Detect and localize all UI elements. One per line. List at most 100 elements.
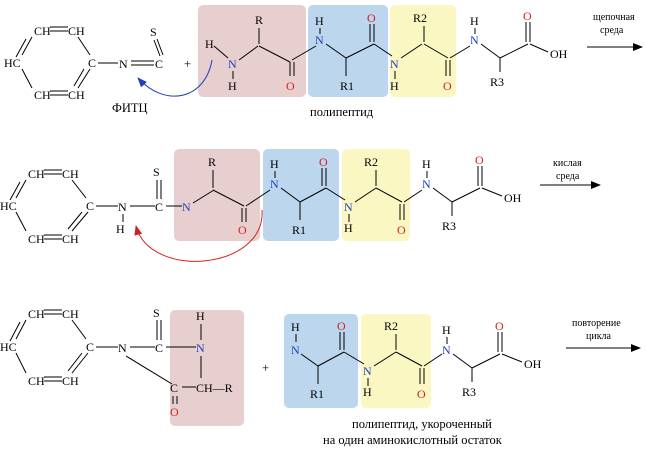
label-o: O xyxy=(367,11,376,25)
label-h: H xyxy=(470,14,479,28)
residue-box-3-row3 xyxy=(361,314,431,408)
label-o: O xyxy=(238,223,247,237)
label-ch: CH xyxy=(68,24,85,38)
label-n: N xyxy=(119,57,128,71)
label-repeat-line2: цикла xyxy=(586,331,612,342)
label-h: H xyxy=(315,14,324,28)
residue-box-2-row2 xyxy=(263,149,339,241)
label-h: H xyxy=(196,309,205,323)
label-acidic-line2: среда xyxy=(556,171,580,182)
label-h: H xyxy=(344,221,353,235)
label-n: N xyxy=(344,200,353,214)
label-n: N xyxy=(390,57,399,71)
label-ch: CH xyxy=(28,232,45,246)
residue-box-3-row2 xyxy=(342,149,410,241)
label-s: S xyxy=(153,306,160,320)
label-h: H xyxy=(205,37,214,51)
residue-box-3 xyxy=(390,5,456,97)
label-o: O xyxy=(170,405,179,419)
label-s: S xyxy=(153,165,160,179)
label-n: N xyxy=(118,341,127,355)
label-h: H xyxy=(116,222,125,236)
label-n: N xyxy=(442,343,451,357)
label-o: O xyxy=(417,387,426,401)
attack-arrow-blue xyxy=(137,59,213,97)
fitc-label: ФИТЦ xyxy=(112,101,148,115)
label-n: N xyxy=(363,364,372,378)
label-h: H xyxy=(291,320,300,334)
label-s: S xyxy=(150,25,157,39)
shortened-peptide-label-1: полипептид, укороченный xyxy=(352,417,492,431)
label-hc: HC xyxy=(4,56,21,70)
label-o: O xyxy=(443,79,452,93)
label-c: C xyxy=(170,381,178,395)
label-o: O xyxy=(475,153,484,167)
cyclization-arrow-red xyxy=(134,209,263,262)
label-h: H xyxy=(363,385,372,399)
label-n: N xyxy=(228,57,237,71)
label-acidic-line1: кислая xyxy=(553,158,582,169)
label-n: N xyxy=(470,33,479,47)
row3-products: CH CH HC CH CH C N C S N H C xyxy=(0,306,641,447)
label-n: N xyxy=(196,341,205,355)
label-oh: OH xyxy=(504,191,522,205)
label-ch-r: CH—R xyxy=(196,381,233,395)
label-o: O xyxy=(286,79,295,93)
label-n: N xyxy=(291,343,300,357)
shortened-peptide-label-2: на один аминокислотный остаток xyxy=(323,433,503,447)
label-c: C xyxy=(88,56,96,70)
label-c: C xyxy=(86,340,94,354)
label-ch: CH xyxy=(28,307,45,321)
label-r1: R1 xyxy=(310,387,324,401)
label-n: N xyxy=(118,200,127,214)
label-ch: CH xyxy=(34,88,51,102)
polypeptide-label: полипептид xyxy=(310,105,374,119)
label-r2: R2 xyxy=(413,11,427,25)
plus-sign-row3: + xyxy=(262,361,269,375)
label-r3: R3 xyxy=(442,219,456,233)
label-n: N xyxy=(270,177,279,191)
benzene-ring-row2: CH CH HC CH CH C xyxy=(0,167,94,246)
label-r3: R3 xyxy=(490,75,504,89)
residue-box-1-row2 xyxy=(174,149,260,241)
label-c: C xyxy=(155,341,163,355)
label-n: N xyxy=(182,200,191,214)
label-oh: OH xyxy=(524,357,542,371)
label-h: H xyxy=(442,323,451,337)
label-repeat-line1: повторение xyxy=(572,318,621,329)
label-hc: HC xyxy=(0,340,17,354)
residue-box-2 xyxy=(308,5,388,97)
label-r2: R2 xyxy=(384,319,398,333)
label-oh: OH xyxy=(550,47,568,61)
label-n: N xyxy=(315,33,324,47)
label-o: O xyxy=(319,155,328,169)
label-hc: HC xyxy=(0,199,17,213)
label-ch: CH xyxy=(34,24,51,38)
label-r3: R3 xyxy=(462,385,476,399)
label-h: H xyxy=(228,79,237,93)
plus-sign: + xyxy=(184,57,191,71)
benzene-ring-row3: CH CH HC CH CH C xyxy=(0,307,94,388)
label-c: C xyxy=(155,57,163,71)
label-ch: CH xyxy=(62,307,79,321)
label-ch: CH xyxy=(62,232,79,246)
label-h: H xyxy=(422,157,431,171)
label-r2: R2 xyxy=(364,155,378,169)
pth-residue-box xyxy=(170,310,244,426)
row2-intermediate: CH CH HC CH CH C N H C S N R xyxy=(0,149,601,262)
label-alkaline-line2: среда xyxy=(600,25,624,36)
label-o: O xyxy=(397,223,406,237)
label-r1: R1 xyxy=(292,223,306,237)
label-o: O xyxy=(495,319,504,333)
label-ch: CH xyxy=(28,167,45,181)
label-r: R xyxy=(208,155,216,169)
label-ch: CH xyxy=(62,167,79,181)
row1-reactants: CH CH HC CH CH C N C S ФИТЦ + H xyxy=(4,5,643,119)
label-c: C xyxy=(86,199,94,213)
label-r: R xyxy=(255,13,263,27)
label-ch: CH xyxy=(68,88,85,102)
label-h: H xyxy=(390,79,399,93)
benzene-ring-row1: CH CH HC CH CH C xyxy=(4,24,96,102)
